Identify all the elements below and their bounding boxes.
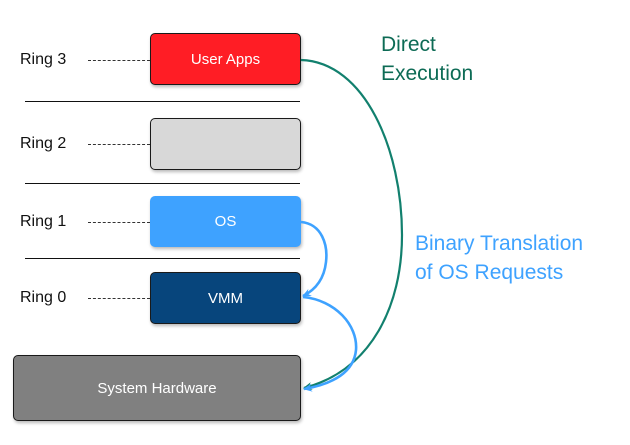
vmm-label: VMM — [208, 289, 243, 307]
ring-separator — [25, 101, 300, 102]
direct-execution-line-2: Execution — [381, 62, 474, 85]
ring-separator — [25, 183, 300, 184]
direct-execution-arrow — [300, 58, 404, 390]
os-to-vmm-arrow — [300, 220, 328, 298]
ring-1-label: Ring 1 — [20, 213, 67, 230]
os-label: OS — [214, 213, 237, 230]
ring-1-leader — [88, 222, 150, 223]
ring-0-leader — [88, 298, 150, 299]
user-apps-label: User Apps — [190, 50, 261, 68]
ring-separator — [25, 258, 300, 259]
user-apps-box: User Apps — [150, 33, 301, 85]
direct-execution-annotation: Direct Execution — [381, 30, 473, 88]
ring-3-leader — [88, 60, 150, 61]
binary-translation-line-1: Binary Translation — [415, 232, 584, 255]
system-hardware-label: System Hardware — [97, 379, 217, 397]
direct-execution-line-1: Direct — [381, 33, 436, 56]
ring-2-box — [150, 118, 301, 170]
system-hardware-box: System Hardware — [13, 355, 301, 421]
binary-translation-line-2: of OS Requests — [415, 261, 564, 284]
ring-0-label: Ring 0 — [20, 289, 67, 306]
binary-translation-annotation: Binary Translation of OS Requests — [415, 229, 583, 287]
ring-2-leader — [88, 144, 150, 145]
vmm-box: VMM — [150, 272, 301, 324]
ring-2-label: Ring 2 — [20, 135, 67, 152]
ring-3-label: Ring 3 — [20, 51, 67, 68]
os-box: OS — [150, 196, 301, 247]
vmm-to-hardware-arrow — [302, 295, 358, 392]
